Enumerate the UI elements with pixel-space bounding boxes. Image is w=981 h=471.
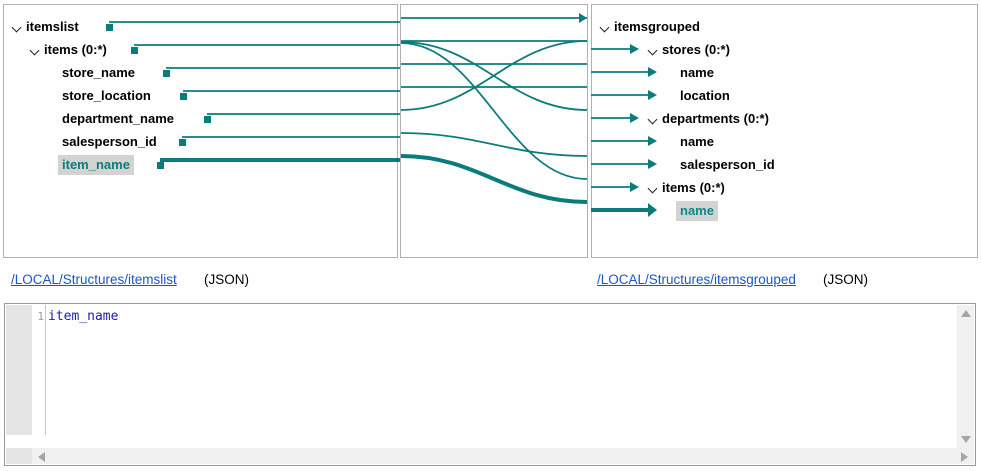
source-connector-point[interactable]: [180, 93, 187, 100]
target-tree-node[interactable]: salesperson_id: [666, 155, 775, 175]
source-connector-point[interactable]: [106, 24, 113, 31]
target-node-label: departments (0:*): [662, 111, 769, 126]
scroll-right-arrow-icon[interactable]: [961, 452, 968, 462]
target-format-label: (JSON): [823, 272, 868, 287]
source-node-label: store_name: [62, 65, 135, 80]
source-tree-node[interactable]: department_name: [48, 109, 174, 129]
source-tree-node[interactable]: items (0:*): [30, 40, 107, 60]
scroll-up-arrow-icon[interactable]: [961, 310, 971, 317]
connection-arrow-icon: [579, 13, 587, 23]
source-tree-node[interactable]: itemslist: [12, 17, 79, 37]
source-path-link[interactable]: /LOCAL/Structures/itemslist: [11, 272, 177, 287]
target-tree-node[interactable]: itemsgrouped: [600, 17, 700, 37]
chevron-down-icon[interactable]: [600, 17, 611, 37]
source-connector-point[interactable]: [163, 70, 170, 77]
target-tree-node[interactable]: items (0:*): [648, 178, 725, 198]
connection-lines: [401, 13, 587, 204]
target-node-label: name: [680, 134, 714, 149]
source-node-label: salesperson_id: [62, 134, 157, 149]
source-connector-point[interactable]: [204, 116, 211, 123]
chevron-down-icon[interactable]: [648, 40, 659, 60]
target-node-label: name: [676, 201, 718, 221]
editor-line-numbers: 1: [32, 305, 46, 435]
target-node-label: stores (0:*): [662, 42, 730, 57]
connection-line[interactable]: [401, 40, 587, 111]
target-tree-node[interactable]: name: [666, 63, 714, 83]
chevron-down-icon[interactable]: [12, 17, 23, 37]
target-node-label: location: [680, 88, 730, 103]
source-tree-node[interactable]: store_name: [48, 63, 135, 83]
editor-gutter-strip: [6, 305, 32, 435]
scroll-down-arrow-icon[interactable]: [961, 436, 971, 443]
scrollbar-corner: [6, 448, 32, 464]
source-connector-point[interactable]: [157, 162, 164, 169]
chevron-down-icon[interactable]: [30, 40, 41, 60]
source-node-label: item_name: [58, 155, 134, 175]
target-tree-node[interactable]: location: [666, 86, 730, 106]
source-tree-node[interactable]: store_location: [48, 86, 151, 106]
source-tree-node[interactable]: item_name: [48, 155, 134, 175]
target-node-label: items (0:*): [662, 180, 725, 195]
target-schema-panel[interactable]: itemsgrouped stores (0:*) name location depa…: [591, 4, 978, 258]
line-number: 1: [37, 310, 44, 323]
scroll-left-arrow-icon[interactable]: [38, 452, 45, 462]
source-schema-panel[interactable]: itemslist items (0:*) store_name store_loca…: [3, 4, 398, 258]
connection-line[interactable]: [401, 154, 587, 204]
connection-line[interactable]: [401, 42, 587, 180]
chevron-down-icon[interactable]: [648, 178, 659, 198]
source-connector-point[interactable]: [131, 47, 138, 54]
editor-horizontal-scrollbar[interactable]: [32, 448, 974, 464]
editor-inner: 1 item_name: [5, 304, 975, 465]
target-tree-node[interactable]: name: [666, 201, 718, 221]
source-node-label: department_name: [62, 111, 174, 126]
target-path-link[interactable]: /LOCAL/Structures/itemsgrouped: [597, 272, 796, 287]
editor-code-text[interactable]: item_name: [48, 305, 954, 448]
source-node-label: items (0:*): [44, 42, 107, 57]
target-node-label: itemsgrouped: [614, 19, 700, 34]
target-node-label: name: [680, 65, 714, 80]
target-tree-node[interactable]: stores (0:*): [648, 40, 730, 60]
connection-line[interactable]: [401, 132, 587, 157]
mapping-connections-panel[interactable]: [400, 4, 588, 258]
editor-vertical-scrollbar[interactable]: [957, 305, 974, 448]
chevron-down-icon[interactable]: [648, 109, 659, 129]
source-node-label: store_location: [62, 88, 151, 103]
target-node-label: salesperson_id: [680, 157, 775, 172]
target-tree-node[interactable]: departments (0:*): [648, 109, 769, 129]
schema-mapping-area: itemslist items (0:*) store_name store_loca…: [0, 0, 981, 262]
expression-editor[interactable]: 1 item_name: [4, 303, 976, 466]
source-node-label: itemslist: [26, 19, 79, 34]
source-connector-point[interactable]: [179, 139, 186, 146]
source-tree-node[interactable]: salesperson_id: [48, 132, 157, 152]
target-tree-node[interactable]: name: [666, 132, 714, 152]
source-format-label: (JSON): [204, 272, 249, 287]
